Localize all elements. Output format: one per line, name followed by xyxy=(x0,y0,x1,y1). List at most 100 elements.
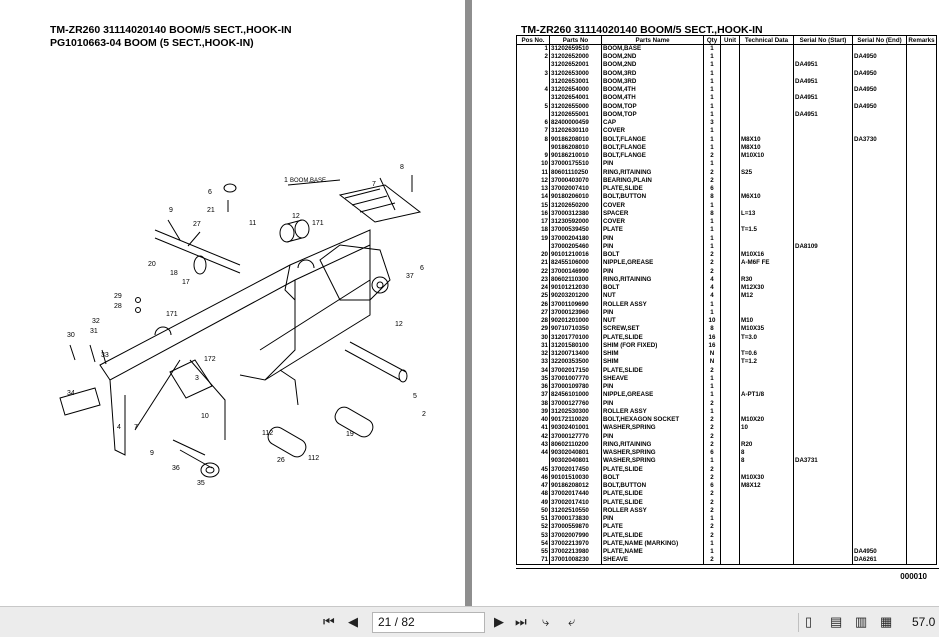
unit-cell xyxy=(720,218,740,227)
parts-no-cell: 37000127770 xyxy=(549,432,602,441)
svg-text:33: 33 xyxy=(101,352,109,359)
parts-no-cell: 31202630110 xyxy=(549,127,602,136)
pos-cell: 25 xyxy=(516,292,550,301)
remarks-cell xyxy=(906,457,937,466)
serial-end-cell xyxy=(852,259,907,268)
tech-data-cell: M12 xyxy=(739,292,794,301)
parts-no-cell: 80601110250 xyxy=(549,168,602,177)
qty-cell: 1 xyxy=(703,300,721,309)
svg-text:19: 19 xyxy=(346,431,354,438)
serial-start-cell xyxy=(793,267,853,276)
unit-cell xyxy=(720,152,740,161)
serial-end-cell xyxy=(852,473,907,482)
pos-cell: 14 xyxy=(516,193,550,202)
remarks-cell xyxy=(906,308,937,317)
qty-cell: N xyxy=(703,350,721,359)
svg-text:35: 35 xyxy=(197,480,205,487)
qty-cell: 2 xyxy=(703,168,721,177)
pos-cell: 55 xyxy=(516,548,550,557)
svg-text:7: 7 xyxy=(134,424,138,431)
col-serial-end: Serial No (End) xyxy=(852,35,907,45)
tech-data-cell xyxy=(739,308,794,317)
svg-text:10: 10 xyxy=(201,413,209,420)
previous-page-button[interactable]: ◀ xyxy=(348,614,358,629)
last-page-button[interactable]: ⏭ xyxy=(515,614,527,629)
qty-cell: 2 xyxy=(703,465,721,474)
tech-data-cell: 8 xyxy=(739,449,794,458)
remarks-cell xyxy=(906,399,937,408)
serial-end-cell xyxy=(852,325,907,334)
pos-cell xyxy=(516,61,550,70)
single-page-view-icon[interactable]: ▯ xyxy=(805,614,813,629)
qty-cell: 3 xyxy=(703,119,721,128)
tech-data-cell xyxy=(739,531,794,540)
unit-cell xyxy=(720,374,740,383)
page-number-field[interactable]: 21 / 82 xyxy=(372,612,485,633)
unit-cell xyxy=(720,523,740,532)
tech-data-cell: 8 xyxy=(739,457,794,466)
serial-start-cell xyxy=(793,449,853,458)
right-page-title: TM-ZR260 31114020140 BOOM/5 SECT.,HOOK-I… xyxy=(521,24,763,36)
rotate-counterclockwise-icon[interactable]: ⤶ xyxy=(568,614,576,629)
parts-no-cell: 90101510030 xyxy=(549,473,602,482)
serial-start-cell xyxy=(793,292,853,301)
tech-data-cell: T=0.6 xyxy=(739,350,794,359)
pos-cell: 27 xyxy=(516,308,550,317)
continuous-view-icon[interactable]: ▤ xyxy=(830,614,843,629)
serial-start-cell xyxy=(793,350,853,359)
tech-data-cell xyxy=(739,556,794,566)
serial-start-cell xyxy=(793,556,853,566)
serial-end-cell xyxy=(852,407,907,416)
pos-cell: 9 xyxy=(516,152,550,161)
tech-data-cell: R30 xyxy=(739,275,794,284)
parts-no-cell: 37001008230 xyxy=(549,556,602,566)
two-page-continuous-view-icon[interactable]: ▦ xyxy=(880,614,893,629)
unit-cell xyxy=(720,506,740,515)
parts-no-cell: 37002007990 xyxy=(549,531,602,540)
rotate-clockwise-icon[interactable]: ⤷ xyxy=(542,614,550,629)
parts-no-cell: 80602110200 xyxy=(549,440,602,449)
serial-start-cell xyxy=(793,152,853,161)
tech-data-cell xyxy=(739,490,794,499)
document-viewer[interactable]: TM-ZR260 31114020140 BOOM/5 SECT.,HOOK-I… xyxy=(0,0,939,606)
remarks-cell xyxy=(906,556,937,566)
pos-cell xyxy=(516,110,550,119)
tech-data-cell xyxy=(739,465,794,474)
parts-name-cell: BEARING,PLAIN xyxy=(601,176,704,185)
remarks-cell xyxy=(906,201,937,210)
serial-start-cell xyxy=(793,506,853,515)
svg-text:26: 26 xyxy=(277,457,285,464)
parts-name-cell: PLATE,SLIDE xyxy=(601,531,704,540)
parts-name-cell: ROLLER ASSY xyxy=(601,300,704,309)
next-page-button[interactable]: ▶ xyxy=(494,614,504,629)
serial-end-cell xyxy=(852,449,907,458)
svg-text:172: 172 xyxy=(204,356,216,363)
tech-data-cell: T=3.0 xyxy=(739,333,794,342)
unit-cell xyxy=(720,473,740,482)
qty-cell: 1 xyxy=(703,391,721,400)
remarks-cell xyxy=(906,226,937,235)
qty-cell: 2 xyxy=(703,490,721,499)
qty-cell: 1 xyxy=(703,548,721,557)
tech-data-cell xyxy=(739,94,794,103)
qty-cell: 16 xyxy=(703,333,721,342)
parts-no-cell: 31202653000 xyxy=(549,69,602,78)
zoom-level[interactable]: 57.0 xyxy=(912,615,936,629)
first-page-button[interactable]: ⏮ xyxy=(323,614,335,629)
two-page-view-icon[interactable]: ▥ xyxy=(855,614,868,629)
serial-start-cell xyxy=(793,259,853,268)
pos-cell: 45 xyxy=(516,465,550,474)
pos-cell: 26 xyxy=(516,300,550,309)
unit-cell xyxy=(720,531,740,540)
serial-end-cell xyxy=(852,308,907,317)
tech-data-cell: M10X20 xyxy=(739,416,794,425)
